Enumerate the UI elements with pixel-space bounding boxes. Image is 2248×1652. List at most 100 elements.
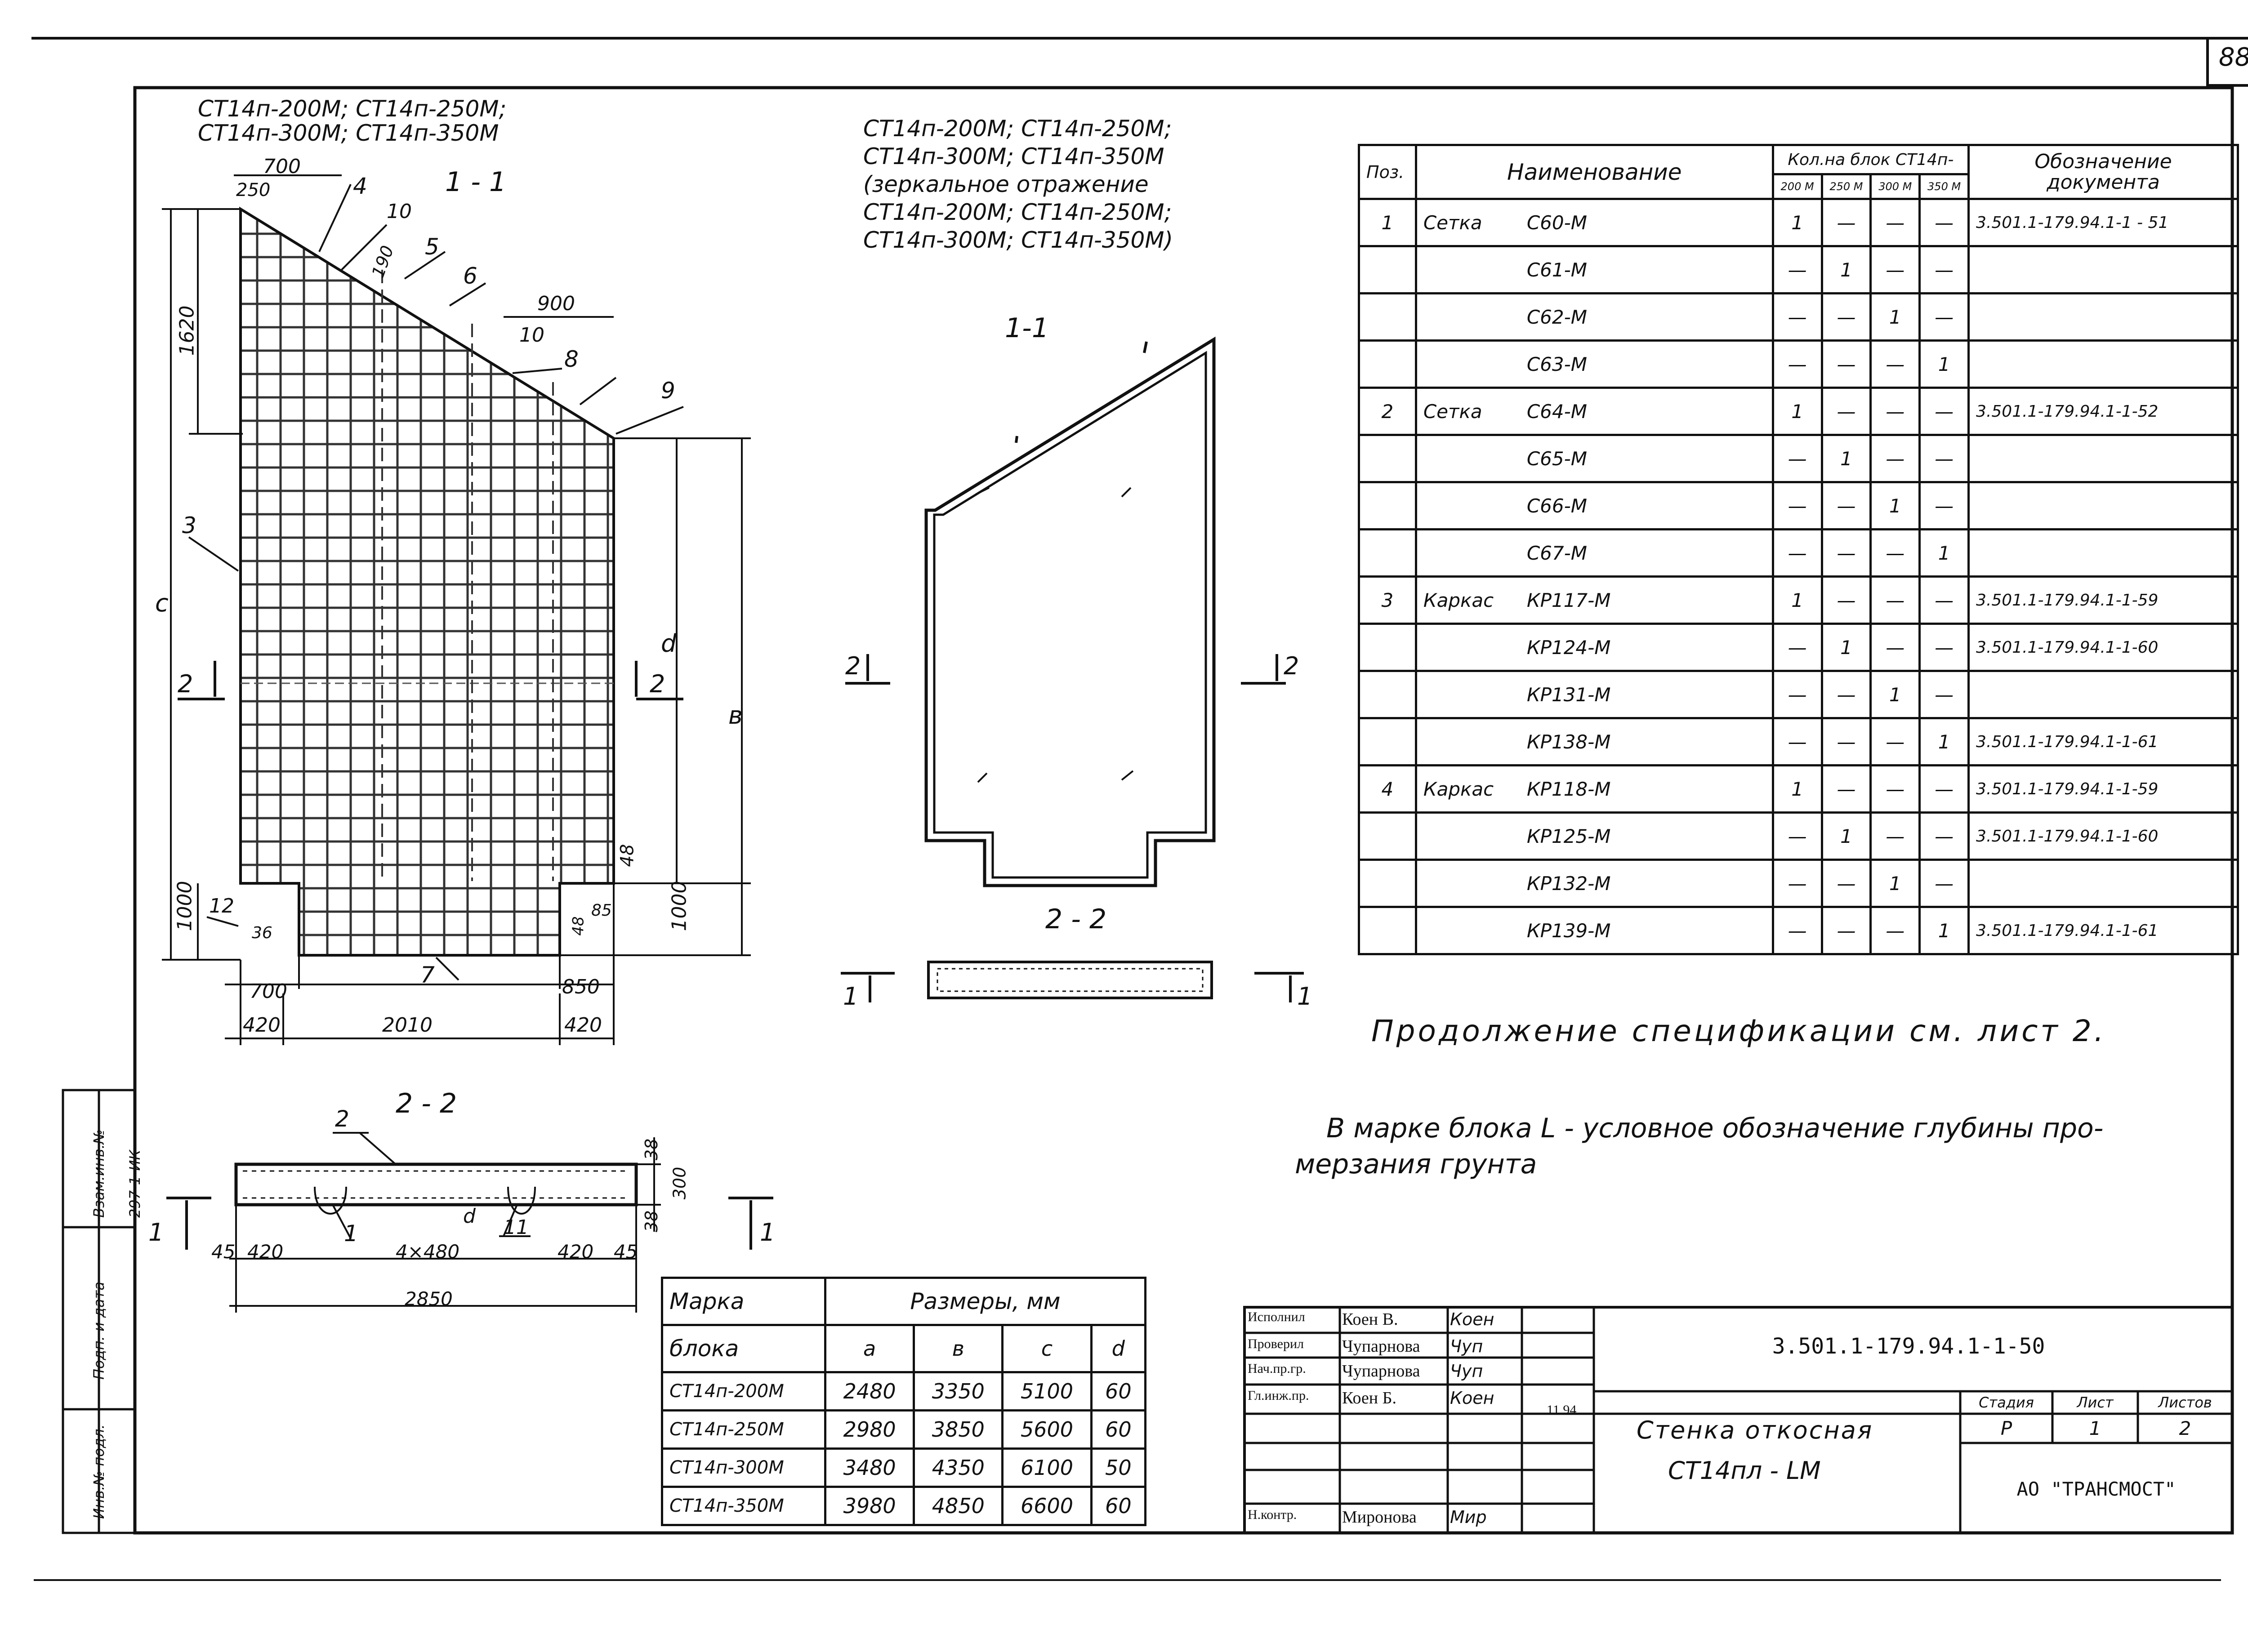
- leader-6: 6: [463, 263, 477, 289]
- cut-m1-left: 1: [843, 982, 859, 1011]
- section-title-main: 1 - 1: [445, 166, 507, 198]
- spec-qty: —: [1918, 811, 1970, 861]
- spec-pos: [1358, 906, 1417, 955]
- spec-row: КР131-М——1—: [1358, 670, 2239, 719]
- drawing-title-1: Стенка откосная: [1637, 1416, 1873, 1444]
- leader-4: 4: [353, 173, 367, 199]
- spec-doc: 3.501.1-179.94.1-1-61: [1967, 717, 2239, 766]
- col-pos-header: Поз.: [1358, 144, 1417, 200]
- spec-qty: 1: [1918, 528, 1970, 578]
- spec-name: Сетка С64-М: [1414, 387, 1774, 436]
- dim-38a: 38: [642, 1138, 662, 1161]
- leader-2: 2: [335, 1106, 349, 1132]
- spec-qty: —: [1869, 764, 1921, 814]
- spec-pos: [1358, 859, 1417, 908]
- sheet-value: 1: [2089, 1417, 2101, 1439]
- spec-name: С62-М: [1414, 292, 1774, 342]
- spec-qty: —: [1820, 906, 1872, 955]
- cut-b1-left: 1: [148, 1218, 164, 1247]
- spec-qty: —: [1771, 906, 1823, 955]
- spec-qty: —: [1869, 198, 1921, 247]
- spec-qty: 1: [1820, 245, 1872, 294]
- spec-pos: 2: [1358, 387, 1417, 436]
- spec-qty: —: [1820, 717, 1872, 766]
- leader-10b: 10: [519, 324, 544, 347]
- spec-name: С65-М: [1414, 434, 1774, 483]
- dim-2010: 2010: [382, 1014, 433, 1037]
- spec-qty: —: [1918, 198, 1970, 247]
- cut-m2-left: 2: [845, 652, 861, 680]
- dim-700-bottom: 700: [250, 980, 287, 1003]
- leader-3: 3: [182, 512, 196, 539]
- title-name: Коен Б.: [1342, 1389, 1396, 1407]
- dim-48: 48: [617, 844, 638, 867]
- dim-b: в: [728, 701, 743, 730]
- spec-mark: С61-М: [1526, 258, 1587, 281]
- dim-d-section: d: [463, 1205, 476, 1228]
- spec-pos: [1358, 811, 1417, 861]
- title-name: Миронова: [1342, 1508, 1417, 1527]
- title-signature: Коен: [1450, 1388, 1494, 1408]
- spec-qty: —: [1918, 859, 1970, 908]
- spec-qty: —: [1771, 292, 1823, 342]
- spec-name: КР139-М: [1414, 906, 1774, 955]
- spec-row: С66-М——1—: [1358, 481, 2239, 530]
- spec-mark: КР132-М: [1526, 872, 1611, 895]
- sizes-cell-d: 60: [1090, 1486, 1147, 1526]
- sizes-col-c: с: [1001, 1324, 1093, 1373]
- stamp-value: 297-1-ИК: [126, 1149, 143, 1218]
- dim-420b: 420: [558, 1241, 594, 1263]
- dim-300: 300: [669, 1167, 690, 1200]
- sizes-cell-d: 60: [1090, 1371, 1147, 1412]
- section-2-2: [234, 1162, 638, 1207]
- spec-qty: —: [1771, 339, 1823, 389]
- spec-row: С65-М—1——: [1358, 434, 2239, 483]
- spec-qty: —: [1918, 387, 1970, 436]
- wall-section-outline: [924, 336, 1216, 887]
- title-role: Исполнил: [1248, 1309, 1305, 1324]
- spec-name: С61-М: [1414, 245, 1774, 294]
- spec-qty: —: [1918, 670, 1970, 719]
- spec-subheader-row: 200 М 250 М 300 М 350 М: [1359, 173, 2238, 200]
- title-name: Чупарнова: [1342, 1362, 1420, 1380]
- spec-qty: —: [1869, 528, 1921, 578]
- spec-mark: С64-М: [1526, 400, 1587, 423]
- spec-qty: 1: [1820, 623, 1872, 672]
- mark-list-middle: СТ14п-200М; СТ14п-250М; СТ14п-300М; СТ14…: [863, 116, 1173, 253]
- dim-48b: 48: [569, 916, 588, 936]
- spec-qty: —: [1820, 292, 1872, 342]
- spec-qty: —: [1869, 434, 1921, 483]
- spec-qty: 1: [1771, 387, 1823, 436]
- sheet-frame: [31, 37, 2248, 40]
- block-sizes-table: Марка Размеры, мм блока а в с d СТ14п-20…: [661, 1277, 1147, 1526]
- sizes-cell-a: 2980: [824, 1409, 915, 1450]
- spec-qty: 1: [1869, 292, 1921, 342]
- dim-2850: 2850: [405, 1288, 453, 1310]
- spec-name: КР131-М: [1414, 670, 1774, 719]
- sub-200: 200 М: [1771, 173, 1823, 200]
- spec-kind: Сетка: [1423, 400, 1482, 423]
- dim-700-top: 700: [263, 155, 301, 178]
- spec-pos: 4: [1358, 764, 1417, 814]
- sizes-cell-mark: СТ14п-350М: [661, 1486, 826, 1526]
- title-signature: Чуп: [1450, 1336, 1483, 1356]
- sizes-cell-b: 4350: [913, 1447, 1004, 1488]
- spec-mark: С63-М: [1526, 353, 1587, 375]
- leader-9: 9: [661, 378, 675, 404]
- cut-m1-right: 1: [1297, 982, 1313, 1011]
- specification-table: Поз. Наименование Кол.на блок СТ14п- Обо…: [1358, 144, 2239, 955]
- spec-qty: —: [1869, 245, 1921, 294]
- spec-qty: —: [1820, 387, 1872, 436]
- dim-420-right: 420: [564, 1014, 602, 1037]
- spec-qty: 1: [1918, 339, 1970, 389]
- section-title-middle: 1-1: [1005, 312, 1049, 344]
- spec-mark: КР138-М: [1526, 730, 1611, 753]
- col-doc-header: Обозначение документа: [1967, 144, 2239, 200]
- dim-1000-right: 1000: [668, 881, 691, 931]
- stage-label: Стадия: [1979, 1394, 2034, 1411]
- spec-header-row: Поз. Наименование Кол.на блок СТ14п- Обо…: [1358, 144, 2239, 200]
